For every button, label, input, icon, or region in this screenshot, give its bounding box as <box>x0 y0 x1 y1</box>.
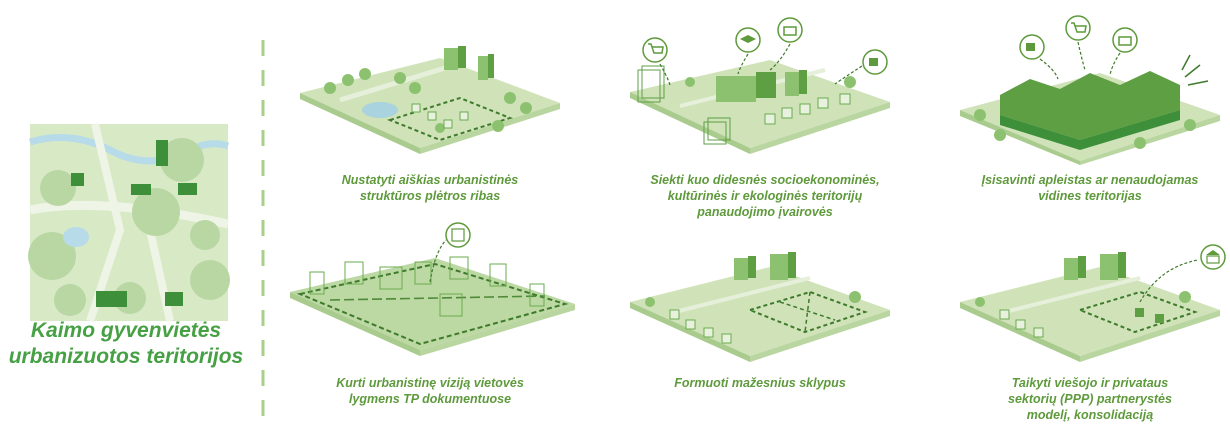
diagram-infill-territories <box>960 15 1220 165</box>
main-title-line2: urbanizuotos teritorijos <box>8 345 244 368</box>
coffee-cup-icon <box>862 49 888 75</box>
dashed-divider <box>261 40 265 420</box>
caption-2-line2: kultūrinės ir ekologinės teritorijų <box>667 189 863 203</box>
main-title-line1: Kaimo gyvenvietės <box>30 319 222 342</box>
caption-1-line1: Nustatyti aiškias urbanistinės <box>341 173 519 187</box>
caption-6-line3: modelį, konsolidaciją <box>1026 408 1154 422</box>
shopping-cart-icon <box>642 37 668 63</box>
caption-4-line1: Kurti urbanistinę viziją vietovės <box>336 376 524 390</box>
caption-6-line2: sektorių (PPP) partnerystės <box>1008 392 1172 406</box>
caption-2-line3: panaudojimo įvairovės <box>697 205 833 219</box>
diagram-development-boundaries <box>300 46 560 154</box>
caption-3-line1: Įsisavinti apleistas ar nenaudojamas <box>981 173 1199 187</box>
coffee-cup-icon <box>1019 34 1045 60</box>
caption-2-line1: Siekti kuo didesnės socioekonominės, <box>650 173 880 187</box>
graduation-cap-icon <box>735 27 761 53</box>
caption-3-line2: vidines teritorijas <box>1038 189 1142 203</box>
briefcase-icon <box>777 17 803 43</box>
caption-6-line1: Taikyti viešojo ir privataus <box>1011 376 1169 390</box>
diagram-land-use-diversity <box>630 17 890 154</box>
caption-1-line2: struktūros plėtros ribas <box>359 189 501 203</box>
shopping-cart-icon <box>1065 15 1091 41</box>
map-pin-icon <box>445 222 471 248</box>
diagram-ppp-model <box>960 244 1226 362</box>
caption-4-line2: lygmens TP dokumentuose <box>348 392 512 406</box>
diagram-smaller-plots <box>630 252 890 362</box>
caption-5-line1: Formuoti mažesnius sklypus <box>674 376 846 390</box>
briefcase-icon <box>1112 27 1138 53</box>
bank-icon <box>1200 244 1226 270</box>
diagram-urban-vision <box>290 222 575 356</box>
